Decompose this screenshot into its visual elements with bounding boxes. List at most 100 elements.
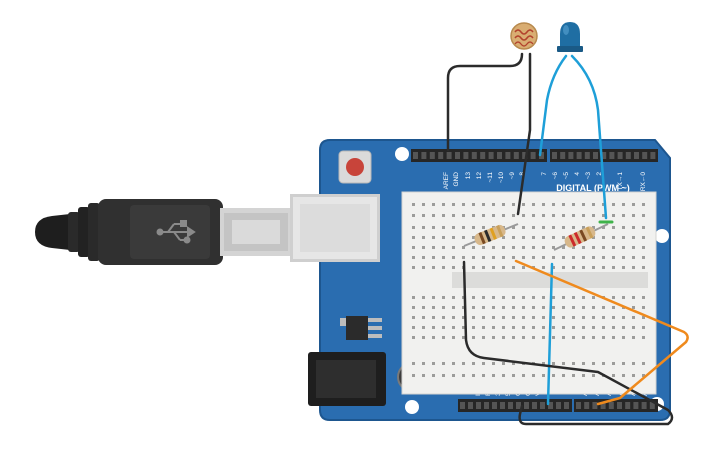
breadboard-hole[interactable] — [462, 316, 465, 319]
breadboard-hole[interactable] — [562, 226, 565, 229]
breadboard-hole[interactable] — [422, 203, 425, 206]
header-pin-hole[interactable] — [500, 402, 505, 409]
breadboard-hole[interactable] — [442, 362, 445, 365]
breadboard-hole[interactable] — [532, 374, 535, 377]
header-pin-hole[interactable] — [650, 152, 656, 159]
breadboard-hole[interactable] — [512, 256, 515, 259]
breadboard-hole[interactable] — [432, 296, 435, 299]
breadboard-hole[interactable] — [552, 374, 555, 377]
header-pin-hole[interactable] — [532, 402, 537, 409]
breadboard-hole[interactable] — [542, 316, 545, 319]
breadboard-hole[interactable] — [612, 256, 615, 259]
breadboard-hole[interactable] — [432, 306, 435, 309]
header-pin-hole[interactable] — [625, 402, 631, 409]
breadboard-hole[interactable] — [502, 316, 505, 319]
breadboard-hole[interactable] — [422, 256, 425, 259]
breadboard-hole[interactable] — [622, 226, 625, 229]
breadboard-hole[interactable] — [442, 226, 445, 229]
breadboard-hole[interactable] — [582, 203, 585, 206]
breadboard-hole[interactable] — [472, 203, 475, 206]
breadboard-hole[interactable] — [612, 226, 615, 229]
breadboard-hole[interactable] — [572, 336, 575, 339]
breadboard-hole[interactable] — [532, 226, 535, 229]
breadboard-hole[interactable] — [632, 226, 635, 229]
breadboard-hole[interactable] — [552, 256, 555, 259]
breadboard-hole[interactable] — [452, 374, 455, 377]
breadboard-hole[interactable] — [412, 296, 415, 299]
breadboard-hole[interactable] — [502, 296, 505, 299]
breadboard-hole[interactable] — [502, 374, 505, 377]
breadboard-hole[interactable] — [462, 336, 465, 339]
breadboard-hole[interactable] — [512, 362, 515, 365]
header-pin-hole[interactable] — [524, 402, 529, 409]
breadboard-hole[interactable] — [512, 336, 515, 339]
breadboard-hole[interactable] — [482, 296, 485, 299]
breadboard-hole[interactable] — [532, 236, 535, 239]
breadboard-hole[interactable] — [532, 203, 535, 206]
breadboard-hole[interactable] — [512, 306, 515, 309]
header-pin-hole[interactable] — [468, 402, 473, 409]
breadboard-hole[interactable] — [552, 266, 555, 269]
breadboard-hole[interactable] — [642, 362, 645, 365]
breadboard-hole[interactable] — [642, 266, 645, 269]
breadboard-hole[interactable] — [472, 296, 475, 299]
breadboard-hole[interactable] — [622, 326, 625, 329]
breadboard-hole[interactable] — [532, 336, 535, 339]
breadboard-hole[interactable] — [602, 336, 605, 339]
breadboard-hole[interactable] — [542, 362, 545, 365]
breadboard-hole[interactable] — [442, 236, 445, 239]
breadboard-hole[interactable] — [522, 266, 525, 269]
breadboard-hole[interactable] — [412, 214, 415, 217]
breadboard-hole[interactable] — [552, 362, 555, 365]
header-pin-hole[interactable] — [421, 152, 427, 159]
breadboard-hole[interactable] — [572, 256, 575, 259]
breadboard-hole[interactable] — [462, 246, 465, 249]
breadboard-hole[interactable] — [472, 256, 475, 259]
breadboard-hole[interactable] — [552, 326, 555, 329]
breadboard-hole[interactable] — [492, 362, 495, 365]
breadboard-hole[interactable] — [442, 246, 445, 249]
breadboard-hole[interactable] — [632, 316, 635, 319]
breadboard-hole[interactable] — [502, 214, 505, 217]
header-pin-hole[interactable] — [446, 152, 452, 159]
breadboard-hole[interactable] — [482, 316, 485, 319]
breadboard-hole[interactable] — [462, 236, 465, 239]
breadboard-hole[interactable] — [512, 214, 515, 217]
breadboard-hole[interactable] — [472, 214, 475, 217]
breadboard-hole[interactable] — [632, 246, 635, 249]
breadboard-hole[interactable] — [562, 336, 565, 339]
breadboard-hole[interactable] — [542, 256, 545, 259]
breadboard-hole[interactable] — [612, 236, 615, 239]
breadboard-hole[interactable] — [512, 296, 515, 299]
header-pin-hole[interactable] — [560, 152, 566, 159]
header-pin-hole[interactable] — [600, 402, 606, 409]
breadboard-hole[interactable] — [642, 256, 645, 259]
breadboard-hole[interactable] — [562, 246, 565, 249]
header-pin-hole[interactable] — [584, 152, 590, 159]
breadboard-hole[interactable] — [622, 236, 625, 239]
breadboard-hole[interactable] — [562, 256, 565, 259]
breadboard-hole[interactable] — [582, 336, 585, 339]
breadboard-hole[interactable] — [422, 226, 425, 229]
breadboard-hole[interactable] — [562, 296, 565, 299]
breadboard-hole[interactable] — [582, 362, 585, 365]
header-pin-hole[interactable] — [592, 402, 598, 409]
breadboard-hole[interactable] — [452, 316, 455, 319]
breadboard-hole[interactable] — [482, 266, 485, 269]
resistor-2[interactable] — [553, 223, 609, 251]
breadboard-hole[interactable] — [512, 226, 515, 229]
breadboard-hole[interactable] — [452, 236, 455, 239]
breadboard-hole[interactable] — [422, 336, 425, 339]
breadboard-hole[interactable] — [462, 226, 465, 229]
breadboard-hole[interactable] — [502, 203, 505, 206]
breadboard-hole[interactable] — [472, 374, 475, 377]
breadboard-hole[interactable] — [412, 306, 415, 309]
header-pin-hole[interactable] — [508, 402, 513, 409]
breadboard-hole[interactable] — [632, 306, 635, 309]
breadboard-hole[interactable] — [612, 326, 615, 329]
breadboard-hole[interactable] — [592, 246, 595, 249]
header-pin-hole[interactable] — [522, 152, 528, 159]
header-pin-hole[interactable] — [576, 402, 581, 409]
breadboard-hole[interactable] — [442, 306, 445, 309]
breadboard-hole[interactable] — [462, 306, 465, 309]
